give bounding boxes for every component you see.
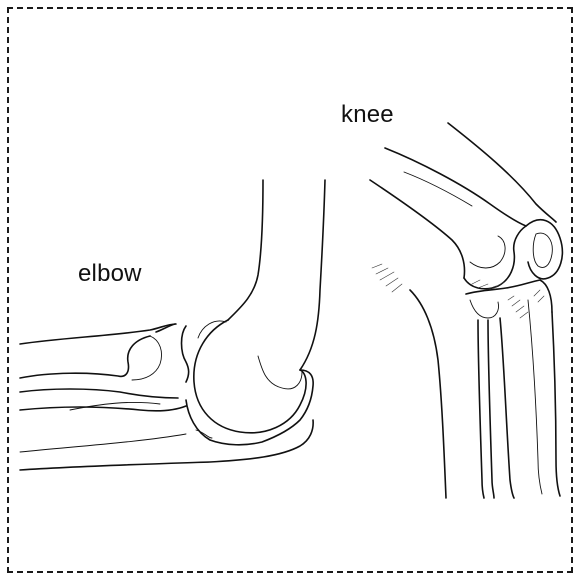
knee-fibula-front (488, 320, 494, 498)
knee-femur-upper-edge (385, 148, 526, 226)
knee-drawing (370, 123, 562, 498)
label-elbow: elbow (78, 260, 142, 288)
knee-hatching-left (372, 264, 402, 292)
knee-tibia-crest (528, 300, 542, 494)
elbow-humerus-condyle (194, 320, 306, 433)
label-knee: knee (341, 101, 394, 129)
knee-tibia-front (552, 312, 560, 496)
knee-fibula-head (470, 300, 499, 318)
knee-tibia-back (500, 318, 514, 498)
elbow-radius-lower (20, 389, 178, 398)
knee-femur-lower-edge (370, 180, 465, 278)
knee-hatching-tibia (508, 290, 544, 318)
knee-patella (526, 220, 562, 279)
elbow-ulna-ridge (70, 402, 160, 410)
knee-tibial-plateau (466, 280, 552, 312)
knee-posterior-calf (410, 290, 446, 498)
elbow-humerus-front-edge (300, 180, 325, 370)
elbow-condyle-detail (258, 356, 302, 389)
knee-femoral-condyle (464, 226, 526, 289)
elbow-olecranon (182, 326, 189, 382)
elbow-ulna-inner (20, 434, 186, 452)
elbow-drawing (20, 180, 325, 470)
elbow-forearm-top (20, 324, 176, 344)
elbow-humerus-back-edge (228, 180, 263, 320)
knee-fibula-back (478, 320, 484, 498)
knee-patella-facet (533, 233, 552, 267)
knee-anterior-thigh (448, 123, 556, 222)
elbow-forearm-bottom (20, 420, 313, 470)
elbow-ulna-shaft (20, 406, 186, 411)
knee-condyle-inner (470, 236, 505, 268)
knee-femur-shaft-line (404, 172, 472, 206)
